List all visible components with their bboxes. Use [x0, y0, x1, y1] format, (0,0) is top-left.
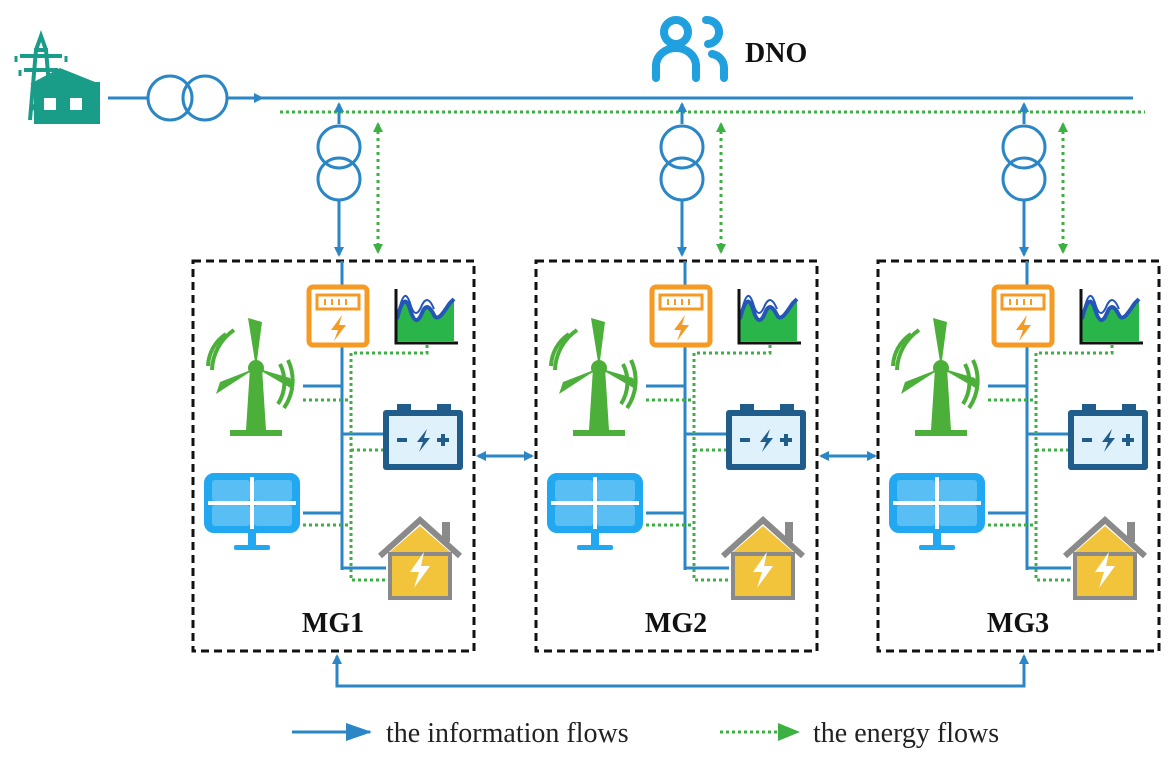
load-curve-icon	[394, 287, 460, 345]
transformer-icon	[659, 124, 705, 202]
microgrid-boundary	[534, 259, 819, 653]
energy-flow-legend-label: the energy flows	[813, 718, 999, 749]
transformer-icon	[146, 74, 229, 122]
internal-wiring	[988, 261, 1114, 582]
microgrid-boundary	[876, 259, 1161, 653]
smart-meter-icon	[652, 287, 710, 345]
microgrid-label: MG2	[645, 608, 707, 639]
smart-home-icon	[1065, 520, 1145, 598]
battery-icon	[1068, 404, 1148, 470]
smart-home-icon	[723, 520, 803, 598]
smart-meter-icon	[309, 287, 367, 345]
wind-turbine-icon	[206, 316, 296, 438]
wind-turbine-icon	[891, 316, 981, 438]
microgrid-label: MG1	[302, 608, 364, 639]
microgrid-1: MG1	[191, 102, 476, 653]
battery-icon	[726, 404, 806, 470]
microgrid-boundary	[191, 259, 476, 653]
solar-panel-icon	[204, 473, 300, 552]
people-icon	[652, 15, 729, 82]
internal-wiring	[646, 261, 772, 582]
solar-panel-icon	[889, 473, 985, 552]
microgrid-3: MG3	[876, 102, 1161, 653]
smart-home-icon	[380, 520, 460, 598]
battery-icon	[383, 404, 463, 470]
solar-panel-icon	[547, 473, 643, 552]
transformer-icon	[316, 124, 362, 202]
transformer-icon	[1001, 124, 1047, 202]
legend: the information flows the energy flows	[292, 718, 999, 749]
mg1-mg3-information-arrow	[332, 654, 1029, 688]
information-flow-legend-label: the information flows	[386, 718, 629, 749]
wind-turbine-icon	[549, 316, 639, 438]
internal-wiring	[303, 261, 429, 582]
load-curve-icon	[737, 287, 803, 345]
load-curve-icon	[1079, 287, 1145, 345]
dno-label: DNO	[745, 38, 807, 69]
smart-meter-icon	[994, 287, 1052, 345]
main-grid: DNO	[14, 15, 1145, 124]
power-pylon-with-building-icon	[14, 30, 100, 124]
microgrid-label: MG3	[987, 608, 1049, 639]
microgrid-2: MG2	[534, 102, 819, 653]
